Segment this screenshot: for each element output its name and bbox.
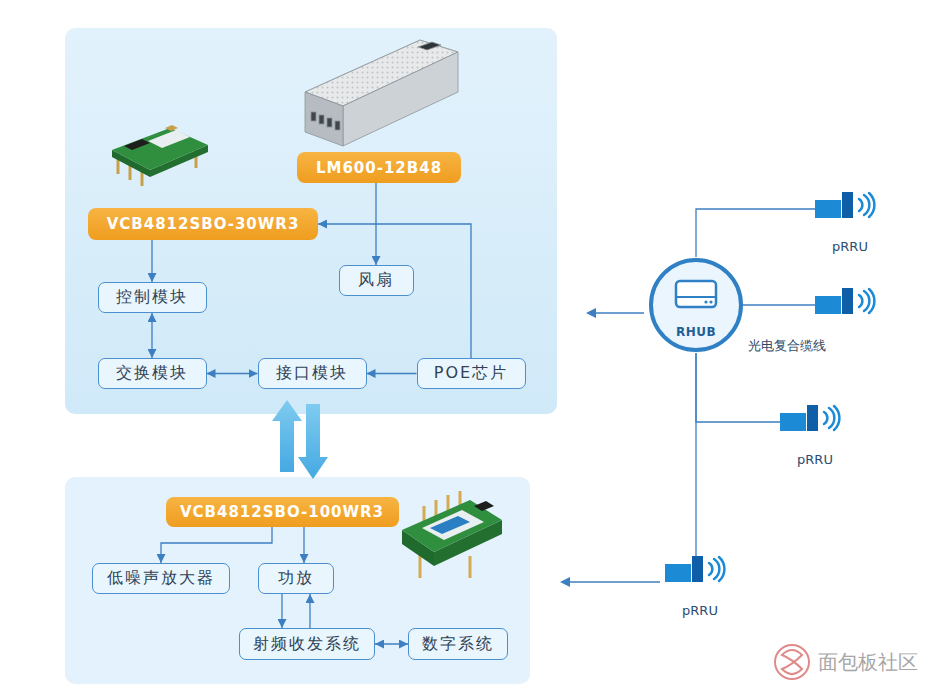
module-box: 数字系统 (408, 628, 508, 660)
cable-line (741, 304, 815, 305)
antenna-icon (815, 288, 874, 314)
node-label: 数字系统 (422, 634, 494, 655)
connector (375, 643, 408, 644)
node-label: 低噪声放大器 (107, 568, 215, 589)
connector (161, 527, 272, 563)
power-supply-illustration (305, 40, 458, 146)
node-label: 控制模块 (116, 287, 188, 308)
hub-circle: RHUB (648, 257, 744, 353)
module-box: 控制模块 (98, 282, 207, 313)
watermark-logo (775, 645, 809, 679)
connector (303, 527, 304, 563)
product-tag: LM600-12B48 (297, 152, 461, 183)
connector (281, 594, 282, 628)
exchange-arrows (272, 400, 328, 479)
module-illustration (402, 491, 502, 578)
connector (367, 373, 417, 374)
link-arrow (560, 308, 660, 587)
connector (695, 353, 696, 556)
watermark: 面包板社区 (818, 649, 918, 676)
node-label: VCB4812SBO-100WR3 (180, 503, 384, 521)
product-tag: VCB4812SBO-100WR3 (166, 497, 399, 527)
antenna-unit: pRRU (812, 192, 888, 254)
connector (696, 353, 780, 422)
module-box: 风扇 (339, 265, 414, 296)
module-box: 接口模块 (258, 358, 367, 389)
bottom-panel (65, 477, 530, 684)
module-box: 射频收发系统 (239, 628, 375, 660)
antenna-unit: pRRU (662, 556, 738, 618)
node-label: RHUB (676, 325, 716, 353)
top-panel (65, 28, 557, 414)
node-label: 接口模块 (276, 363, 348, 384)
node-label: VCB4812SBO-30WR3 (107, 215, 300, 233)
connector (309, 594, 310, 628)
antenna-unit: pRRU (777, 405, 853, 467)
node-label: POE芯片 (434, 363, 508, 384)
node-label: 射频收发系统 (253, 634, 361, 655)
node-label: LM600-12B48 (316, 159, 442, 177)
node-label: 交换模块 (116, 363, 188, 384)
module-box: 交换模块 (98, 358, 207, 389)
connector (151, 240, 152, 282)
module-box: 功放 (258, 563, 334, 594)
module-box: POE芯片 (417, 358, 526, 389)
connector (318, 224, 471, 358)
product-tag: VCB4812SBO-30WR3 (88, 208, 318, 240)
connector (696, 209, 815, 257)
connector (207, 373, 258, 374)
node-label: pRRU (797, 452, 833, 467)
node-label: 风扇 (358, 270, 394, 291)
connector (151, 313, 152, 358)
node-label: 功放 (278, 568, 314, 589)
cable-label: 光电复合缆线 (748, 337, 826, 355)
node-label: pRRU (832, 239, 868, 254)
node-label: pRRU (682, 603, 718, 618)
module-box: 低噪声放大器 (92, 563, 230, 594)
module-illustration (112, 125, 208, 186)
